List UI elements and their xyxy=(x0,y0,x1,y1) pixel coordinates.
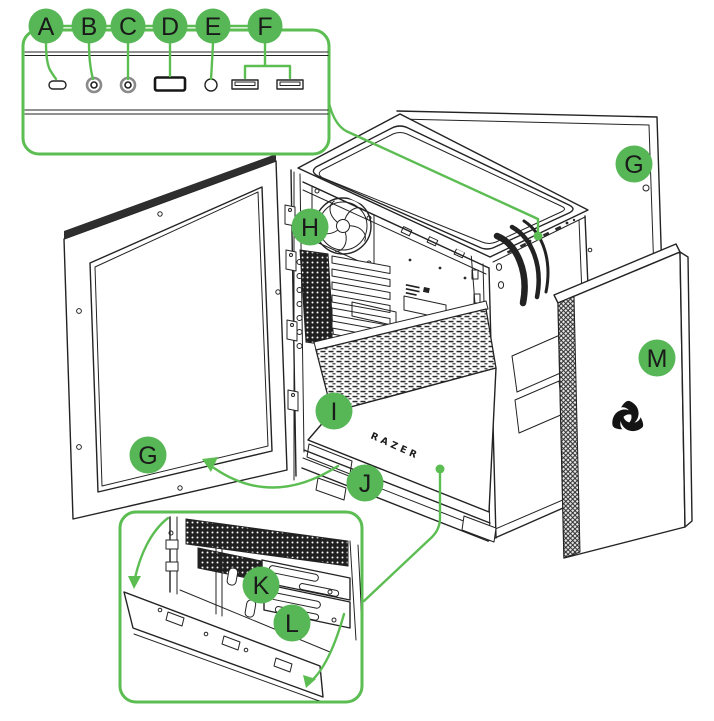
badge-m: M xyxy=(638,339,676,377)
svg-text:B: B xyxy=(81,13,98,41)
badge-a: A xyxy=(28,8,64,44)
case-foot xyxy=(461,515,497,543)
svg-text:K: K xyxy=(253,572,270,600)
usb-c-port-icon xyxy=(48,80,67,90)
chassis-illustration: RAZER xyxy=(284,113,598,543)
panel-swing-arrow xyxy=(202,457,340,489)
open-shroud-door xyxy=(123,591,324,701)
svg-text:A: A xyxy=(38,13,55,41)
badge-c: C xyxy=(110,8,146,44)
left-side-panel xyxy=(63,154,288,520)
svg-text:G: G xyxy=(624,151,643,179)
io-leader-dot xyxy=(533,231,543,241)
svg-text:J: J xyxy=(359,470,372,498)
io-panel-drawing xyxy=(24,51,329,115)
badge-g-left: G xyxy=(129,436,167,474)
badge-l: L xyxy=(273,604,311,642)
case-callout-badges: G H I G J K L M xyxy=(129,145,676,642)
badge-j: J xyxy=(346,464,384,502)
front-panel xyxy=(553,243,693,559)
svg-text:H: H xyxy=(301,214,319,242)
rear-vent-mesh xyxy=(299,249,335,347)
top-cover xyxy=(297,113,589,258)
usb-a-port-icon xyxy=(276,79,304,90)
svg-text:G: G xyxy=(138,442,157,470)
drive-cage-drawing xyxy=(123,516,361,701)
svg-text:E: E xyxy=(205,13,222,41)
badge-g-right: G xyxy=(615,145,653,183)
svg-text:C: C xyxy=(119,13,137,41)
badge-k: K xyxy=(242,566,280,604)
badge-b: B xyxy=(71,8,107,44)
panel-screw xyxy=(642,184,650,192)
io-inset-leader-line xyxy=(327,101,540,233)
badge-e: E xyxy=(195,8,231,44)
io-callout-leaders xyxy=(44,41,292,81)
headphone-jack-icon xyxy=(85,76,103,94)
psu-shroud: RAZER xyxy=(307,300,497,513)
badge-f: F xyxy=(247,8,283,44)
door-top-edge xyxy=(64,154,276,239)
door-swing-arrow xyxy=(303,612,346,688)
case-foot xyxy=(315,477,347,501)
badge-i: I xyxy=(315,392,353,430)
svg-text:I: I xyxy=(331,398,338,426)
io-callout-badges: A B C D E F xyxy=(28,8,283,44)
badge-d: D xyxy=(152,8,188,44)
svg-text:M: M xyxy=(647,345,668,373)
drive-cage-inset xyxy=(118,510,364,704)
usb-a-port-icon xyxy=(231,79,259,90)
razer-logo-icon xyxy=(612,400,644,432)
badge-h: H xyxy=(291,208,329,246)
drive-tray-grip xyxy=(226,567,239,586)
svg-text:L: L xyxy=(285,610,299,638)
door-swing-arrow xyxy=(128,516,170,589)
front-panel-mesh xyxy=(557,295,581,559)
shroud-underside-mesh xyxy=(185,518,349,567)
svg-text:F: F xyxy=(257,13,272,41)
door-screws xyxy=(76,211,281,491)
svg-text:D: D xyxy=(161,13,179,41)
door-window xyxy=(89,186,273,493)
drive-inset-leader-dot xyxy=(435,464,445,474)
drive-inset-leader-line xyxy=(362,472,442,603)
power-button-icon xyxy=(153,76,187,92)
front-io-inset xyxy=(21,28,331,156)
